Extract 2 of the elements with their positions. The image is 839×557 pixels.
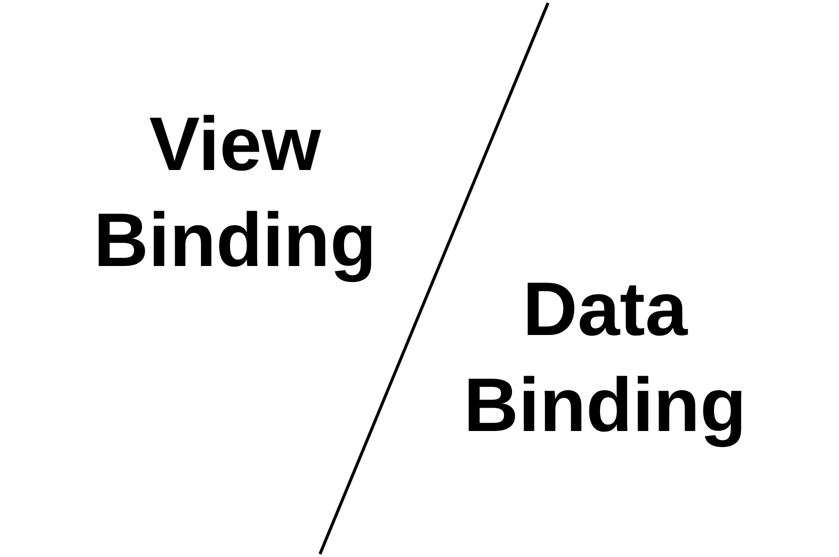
heading-text: Data Binding: [462, 266, 748, 450]
heading-text: View Binding: [92, 101, 378, 285]
